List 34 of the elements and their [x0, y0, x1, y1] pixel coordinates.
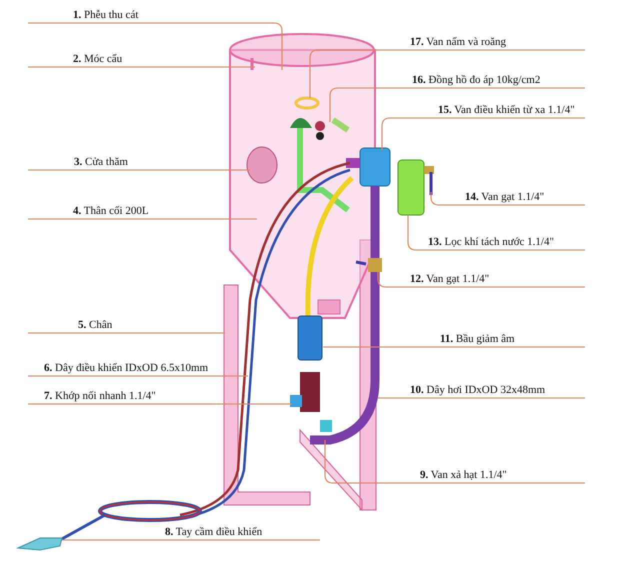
callout-label: 7. Khớp nối nhanh 1.1/4" [28, 389, 156, 404]
callout-label: 11. Bầu giảm âm [440, 332, 585, 347]
leader-line [309, 49, 585, 98]
callout-label: 13. Lọc khí tách nước 1.1/4" [428, 235, 585, 250]
leader-line [430, 192, 585, 206]
leader-line [378, 397, 585, 399]
leader-line [28, 403, 292, 405]
leader-line [28, 218, 257, 220]
leader-line [28, 66, 255, 68]
leader-line [324, 440, 585, 484]
leader-line [407, 215, 585, 251]
callout-label: 17. Van nấm và roăng [410, 35, 585, 50]
callout-label: 5. Chân [28, 318, 112, 333]
callout-label: 4. Thân cối 200L [28, 204, 149, 219]
leader-line [62, 539, 320, 541]
callout-label: 14. Van gạt 1.1/4" [465, 190, 585, 205]
leader-line [323, 346, 585, 348]
leader-line [381, 117, 585, 150]
callout-label: 8. Tay cầm điều khiển [165, 525, 320, 540]
callout-label: 16. Đồng hồ đo áp 10kg/cm2 [412, 73, 585, 88]
callout-label: 12. Van gạt 1.1/4" [410, 272, 585, 287]
callout-label: 9. Van xả hạt 1.1/4" [420, 468, 585, 483]
callout-label: 10. Dây hơi IDxOD 32x48mm [410, 383, 585, 398]
leader-line [377, 272, 585, 288]
callout-label: 2. Móc cẩu [28, 52, 122, 67]
callout-label: 3. Cửa thăm [28, 155, 128, 170]
callout-label: 15. Van điều khiển từ xa 1.1/4" [438, 103, 585, 118]
leader-line [28, 375, 248, 377]
leader-line [329, 87, 585, 122]
callout-label: 1. Phễu thu cát [28, 8, 138, 23]
leader-line [28, 169, 250, 171]
callout-label: 6. Dây điều khiển IDxOD 6.5x10mm [28, 361, 208, 376]
leader-line [28, 22, 283, 70]
leader-line [28, 332, 225, 334]
